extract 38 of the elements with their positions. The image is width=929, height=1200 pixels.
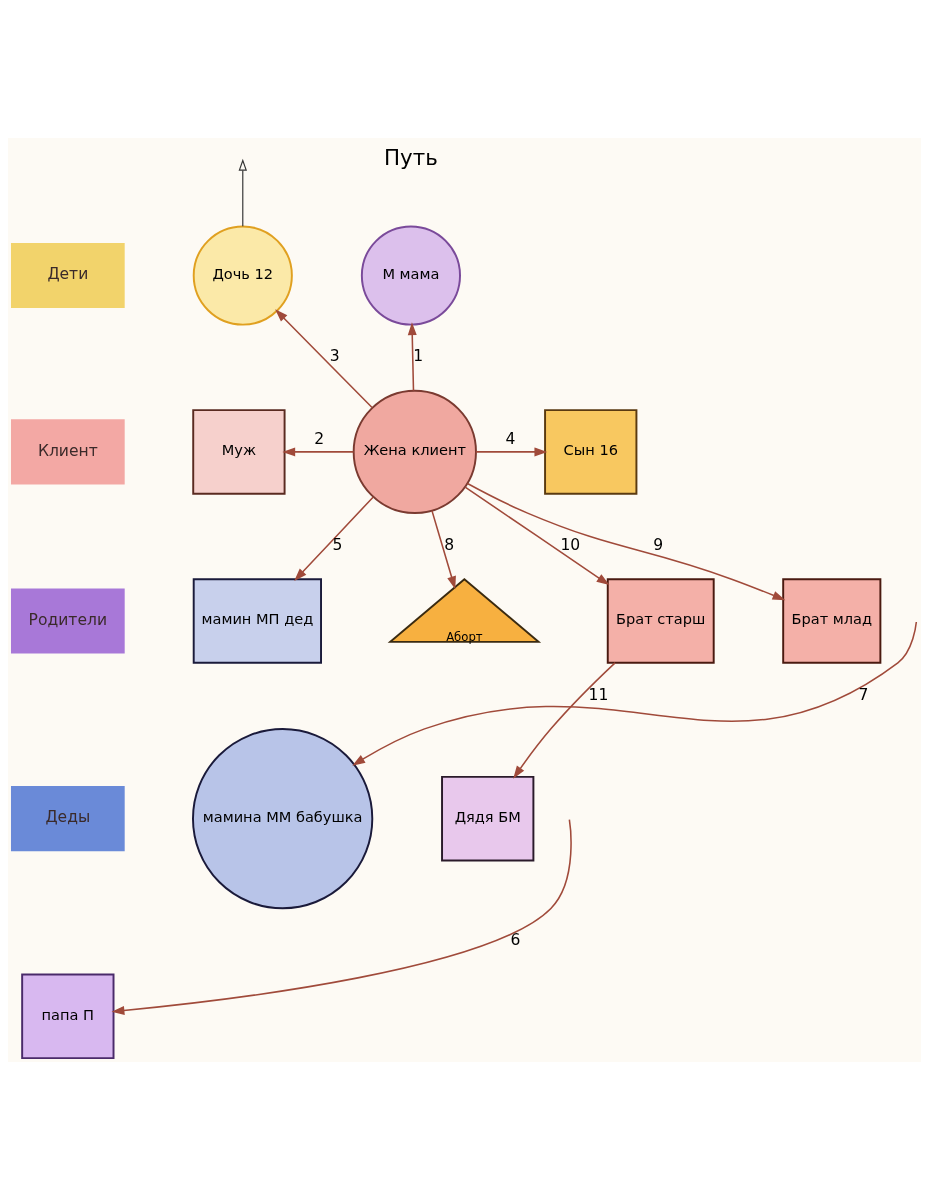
- arrow: [407, 322, 417, 392]
- node-box: Деды: [10, 786, 125, 852]
- node-box: мамин МП дед: [192, 578, 322, 664]
- edge-label: 3: [329, 347, 340, 366]
- arrow: [275, 309, 373, 409]
- edge-label: 4: [505, 429, 516, 448]
- arrow: [431, 510, 456, 590]
- node-circle: мамина ММ бабушка: [192, 728, 374, 910]
- edge-label: 10: [560, 535, 581, 554]
- edge-label: 2: [314, 429, 325, 448]
- edge-label: 11: [588, 685, 609, 704]
- node-circle: Дочь 12: [192, 225, 293, 326]
- arrow: [513, 662, 616, 779]
- edge-label: 7: [858, 685, 869, 704]
- arrow: [294, 496, 374, 581]
- node-box: Муж: [192, 409, 286, 495]
- node-box: Родители: [10, 588, 125, 654]
- node-box: Дети: [10, 242, 125, 309]
- edge-label: 9: [653, 535, 664, 554]
- edge-label: 8: [444, 535, 455, 554]
- edge-label: 6: [510, 931, 521, 950]
- node-circle: М мама: [360, 225, 461, 326]
- node-box: Клиент: [10, 419, 125, 485]
- arrow: [464, 486, 610, 586]
- arrow: [475, 447, 548, 457]
- arrow: [466, 482, 786, 601]
- node-box: Брат млад: [782, 578, 882, 664]
- arrow: [282, 447, 355, 457]
- label: Путь: [384, 144, 438, 170]
- arrow: [111, 818, 572, 1015]
- node-box: папа П: [21, 973, 115, 1060]
- node-box: Брат старш: [606, 578, 715, 664]
- node-box: Дядя БМ: [441, 775, 535, 862]
- arrow: [352, 621, 918, 766]
- edge-label: 1: [413, 347, 424, 366]
- node-circle: Жена клиент: [352, 389, 477, 514]
- edge-label: 5: [332, 535, 343, 554]
- node-box: Сын 16: [544, 409, 638, 495]
